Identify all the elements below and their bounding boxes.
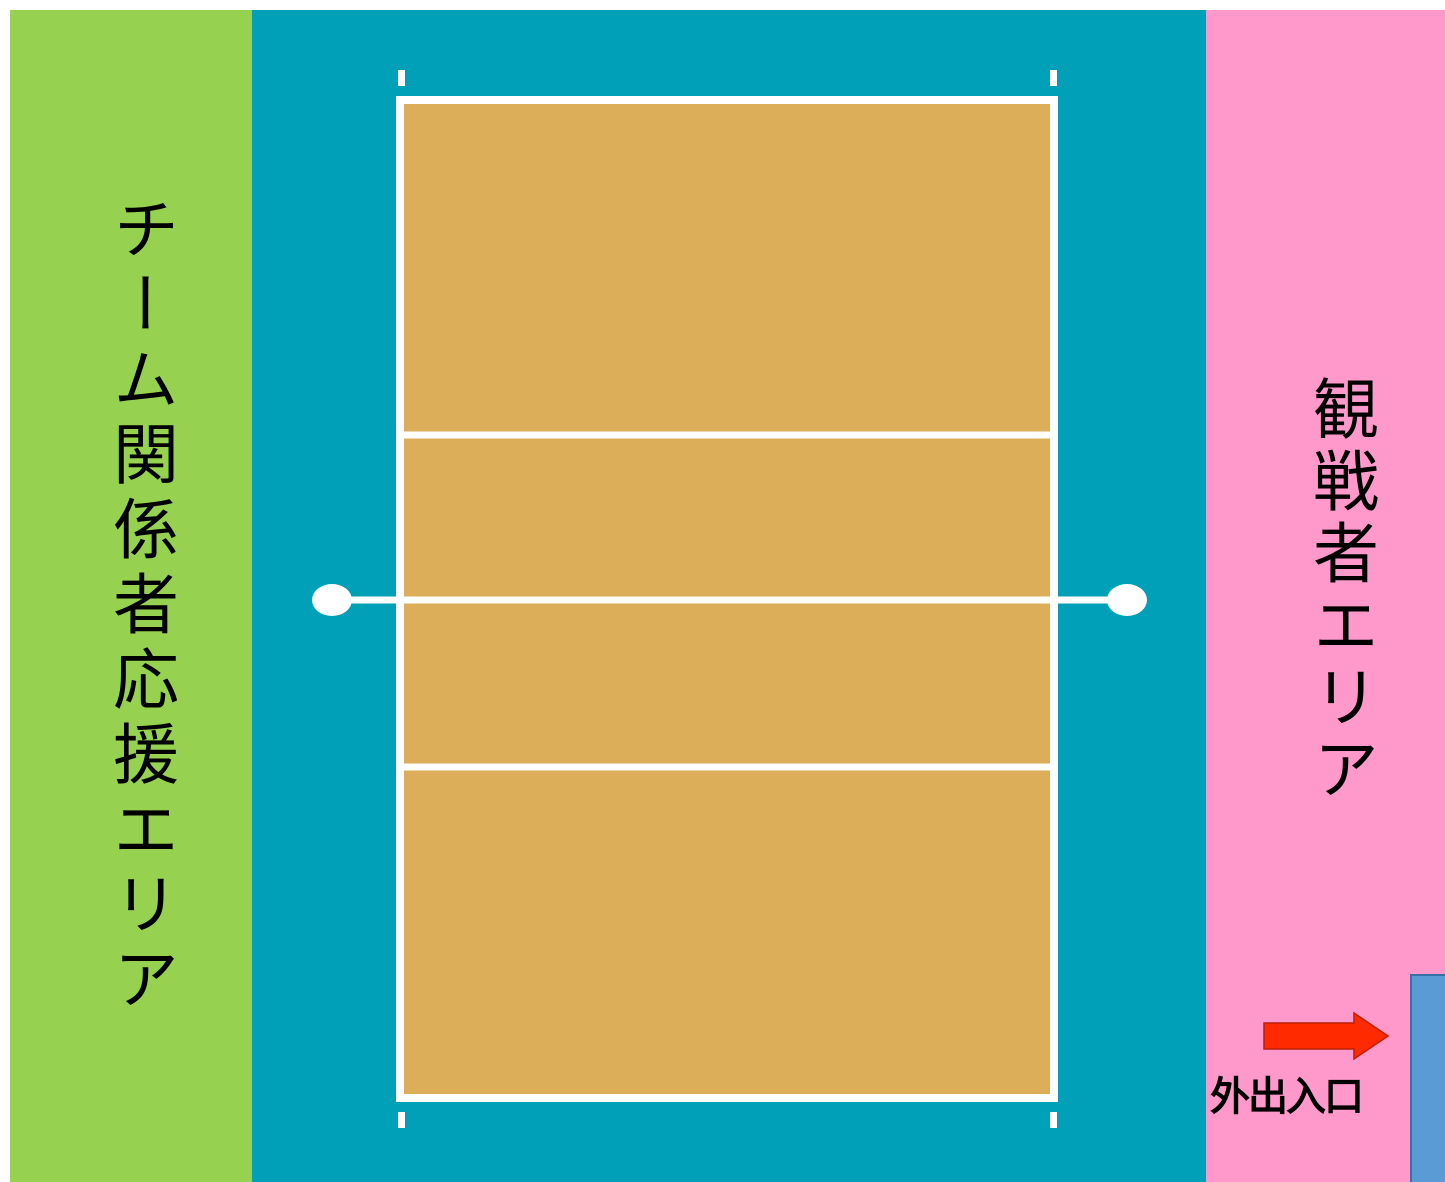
service-mark-top-right (1050, 70, 1057, 86)
spectator-area-label: 観戦者エリア (1302, 375, 1379, 807)
exit-label: 外出入口 (1210, 1074, 1364, 1120)
team-area (10, 10, 252, 1182)
service-mark-bottom-right (1050, 1112, 1057, 1128)
net-post-left (312, 584, 352, 616)
volleyball-court (312, 70, 1147, 1128)
service-mark-bottom-left (398, 1112, 405, 1128)
team-area-label: チーム関係者応援エリア (102, 195, 179, 1020)
spectator-area (1206, 10, 1445, 1182)
service-mark-top-left (398, 70, 405, 86)
arrow-right-icon (1263, 1011, 1390, 1061)
net-post-right (1107, 584, 1147, 616)
exit-door (1410, 974, 1445, 1182)
